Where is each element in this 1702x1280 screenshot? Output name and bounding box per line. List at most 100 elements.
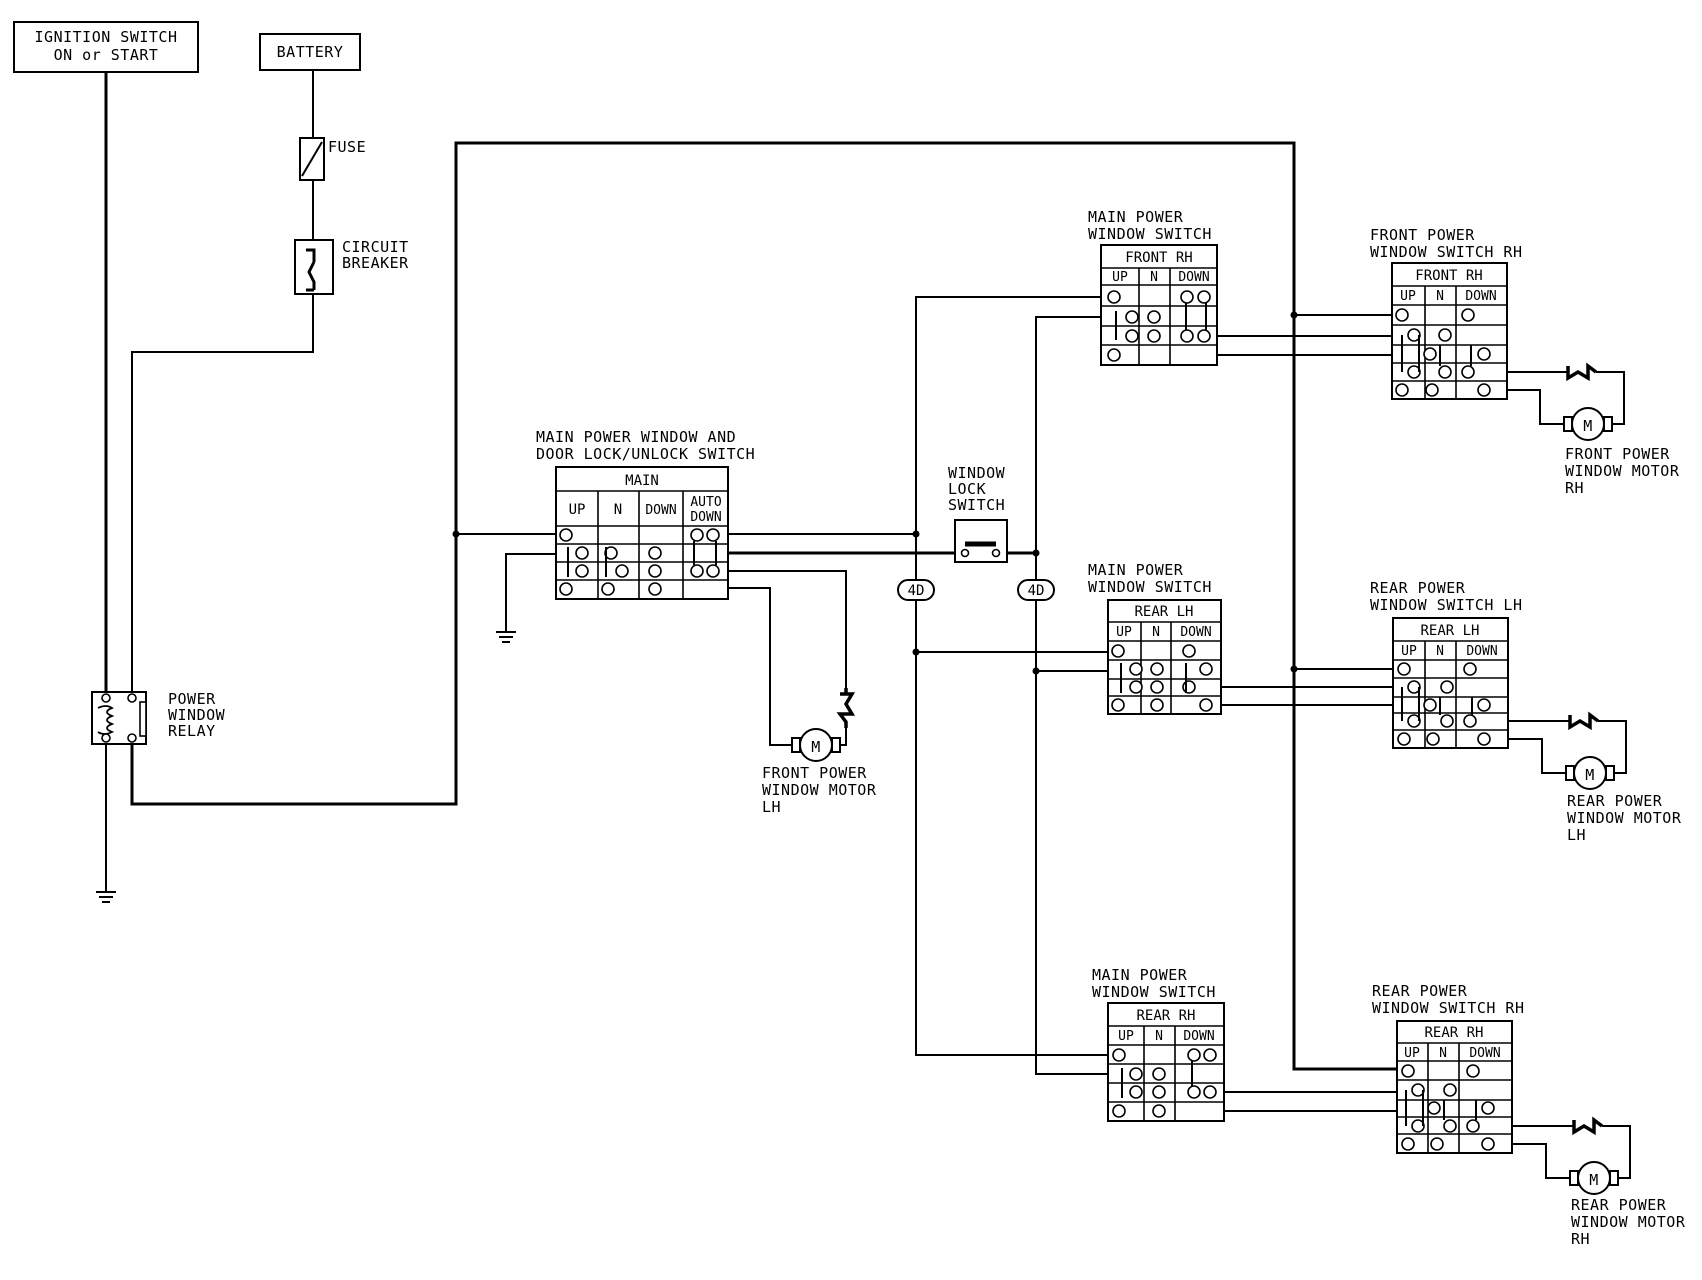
fuse-icon <box>299 137 325 181</box>
sw-main-rr-header: REAR RH <box>1136 1008 1195 1024</box>
sw-rr-header: REAR RH <box>1424 1025 1483 1041</box>
sw-main-rl-title-1: MAIN POWER <box>1088 561 1184 579</box>
sw-rl-col-down: DOWN <box>1466 644 1497 659</box>
sw-rr-title-1: REAR POWER <box>1372 982 1468 1000</box>
sw-rl-title-2: WINDOW SWITCH LH <box>1370 596 1523 614</box>
sw-fr <box>1391 262 1508 400</box>
motor-fr-label-2: WINDOW MOTOR <box>1565 462 1680 480</box>
sw-main-rl-header: REAR LH <box>1134 604 1193 620</box>
sw-main-fr-title-1: MAIN POWER <box>1088 208 1184 226</box>
relay-label-3: RELAY <box>168 722 216 740</box>
sw-rl <box>1392 617 1509 749</box>
sw-main-rl <box>1107 599 1222 715</box>
sw-main-rr <box>1107 1002 1225 1122</box>
window-lock-label-1: WINDOW <box>948 464 1006 482</box>
front-rh-breaker-icon <box>1566 362 1598 382</box>
motor-fl-label-1: FRONT POWER <box>762 764 867 782</box>
ignition-label-1: IGNITION SWITCH <box>35 28 178 46</box>
sw-main-rr-col-down: DOWN <box>1183 1029 1214 1044</box>
breaker-label-2: BREAKER <box>342 254 409 272</box>
connector-4d-right-label: 4D <box>1028 583 1045 599</box>
battery-box: BATTERY <box>259 33 361 71</box>
connector-4d-left: 4D <box>897 579 935 601</box>
motor-fr-glyph: M <box>1583 417 1593 435</box>
sw-main-rr-col-n: N <box>1155 1029 1163 1044</box>
main-switch-terminals <box>559 528 720 596</box>
motor-rr-glyph: M <box>1589 1171 1599 1189</box>
sw-rl-title-1: REAR POWER <box>1370 579 1466 597</box>
sw-main-rl-title-2: WINDOW SWITCH <box>1088 578 1212 596</box>
window-lock-label-2: LOCK <box>948 480 986 498</box>
main-col-up: UP <box>569 502 586 518</box>
motor-fl: M <box>791 728 841 762</box>
relay-label-2: WINDOW <box>168 706 226 724</box>
sw-fr-title-2: WINDOW SWITCH RH <box>1370 243 1523 261</box>
main-col-n: N <box>614 502 622 518</box>
sw-fr-col-down: DOWN <box>1465 289 1496 304</box>
power-window-relay <box>91 691 147 745</box>
sw-main-fr-header: FRONT RH <box>1125 250 1192 266</box>
sw-main-fr-col-down: DOWN <box>1178 270 1209 285</box>
motor-rl-label-3: LH <box>1567 826 1586 844</box>
motor-fr: M <box>1563 407 1613 441</box>
window-lock-label-3: SWITCH <box>948 496 1005 514</box>
rear-lh-breaker-icon <box>1568 711 1600 731</box>
sw-main-fr-col-n: N <box>1150 270 1158 285</box>
motor-fr-label-3: RH <box>1565 479 1584 497</box>
motor-fl-glyph: M <box>811 738 821 756</box>
sw-main-rl-col-down: DOWN <box>1180 625 1211 640</box>
sw-rr <box>1396 1020 1513 1154</box>
main-col-auto-down: DOWN <box>690 510 721 525</box>
sw-rl-header: REAR LH <box>1420 623 1479 639</box>
motor-rl-label-1: REAR POWER <box>1567 792 1663 810</box>
sw-main-fr-col-up: UP <box>1112 270 1128 285</box>
sw-rr-title-2: WINDOW SWITCH RH <box>1372 999 1525 1017</box>
sw-fr-title-1: FRONT POWER <box>1370 226 1475 244</box>
sw-fr-header: FRONT RH <box>1415 268 1482 284</box>
motor-rl-glyph: M <box>1585 766 1595 784</box>
main-col-down: DOWN <box>645 503 676 518</box>
main-switch-header: MAIN <box>625 473 659 489</box>
sw-main-fr <box>1100 244 1218 366</box>
sw-fr-col-n: N <box>1436 289 1444 304</box>
main-switch-title-1: MAIN POWER WINDOW AND <box>536 428 736 446</box>
sw-rr-col-up: UP <box>1404 1046 1420 1061</box>
motor-fl-label-2: WINDOW MOTOR <box>762 781 877 799</box>
sw-main-rl-col-n: N <box>1152 625 1160 640</box>
main-col-auto: AUTO <box>690 495 721 510</box>
ignition-label-2: ON or START <box>54 46 159 64</box>
circuit-breaker-icon <box>294 239 334 295</box>
sw-rl-col-n: N <box>1436 644 1444 659</box>
battery-label: BATTERY <box>277 43 344 61</box>
sw-main-rl-col-up: UP <box>1116 625 1132 640</box>
rear-rh-breaker-icon <box>1572 1116 1604 1136</box>
motor-rl: M <box>1565 756 1615 790</box>
front-lh-breaker-icon <box>836 688 856 728</box>
relay-label-1: POWER <box>168 690 216 708</box>
motor-rr: M <box>1569 1161 1619 1195</box>
motor-fr-label-1: FRONT POWER <box>1565 445 1670 463</box>
sw-main-rr-title-2: WINDOW SWITCH <box>1092 983 1216 1001</box>
sw-main-rr-col-up: UP <box>1118 1029 1134 1044</box>
motor-rr-label-1: REAR POWER <box>1571 1196 1667 1214</box>
connector-4d-left-label: 4D <box>908 583 925 599</box>
ground-icon <box>496 631 516 643</box>
motor-rl-label-2: WINDOW MOTOR <box>1567 809 1682 827</box>
sw-main-fr-title-2: WINDOW SWITCH <box>1088 225 1212 243</box>
main-switch-title-2: DOOR LOCK/UNLOCK SWITCH <box>536 445 755 463</box>
sw-rr-col-down: DOWN <box>1469 1046 1500 1061</box>
ignition-switch-box: IGNITION SWITCH ON or START <box>13 21 199 73</box>
window-lock-switch <box>954 519 1008 563</box>
sw-main-rr-title-1: MAIN POWER <box>1092 966 1188 984</box>
sw-rl-col-up: UP <box>1401 644 1417 659</box>
sw-rr-col-n: N <box>1439 1046 1447 1061</box>
fuse-label: FUSE <box>328 138 366 156</box>
sw-fr-col-up: UP <box>1400 289 1416 304</box>
motor-rr-label-3: RH <box>1571 1230 1590 1248</box>
motor-fl-label-3: LH <box>762 798 781 816</box>
connector-4d-right: 4D <box>1017 579 1055 601</box>
ground-icon <box>96 891 116 903</box>
motor-rr-label-2: WINDOW MOTOR <box>1571 1213 1686 1231</box>
breaker-label-1: CIRCUIT <box>342 238 409 256</box>
